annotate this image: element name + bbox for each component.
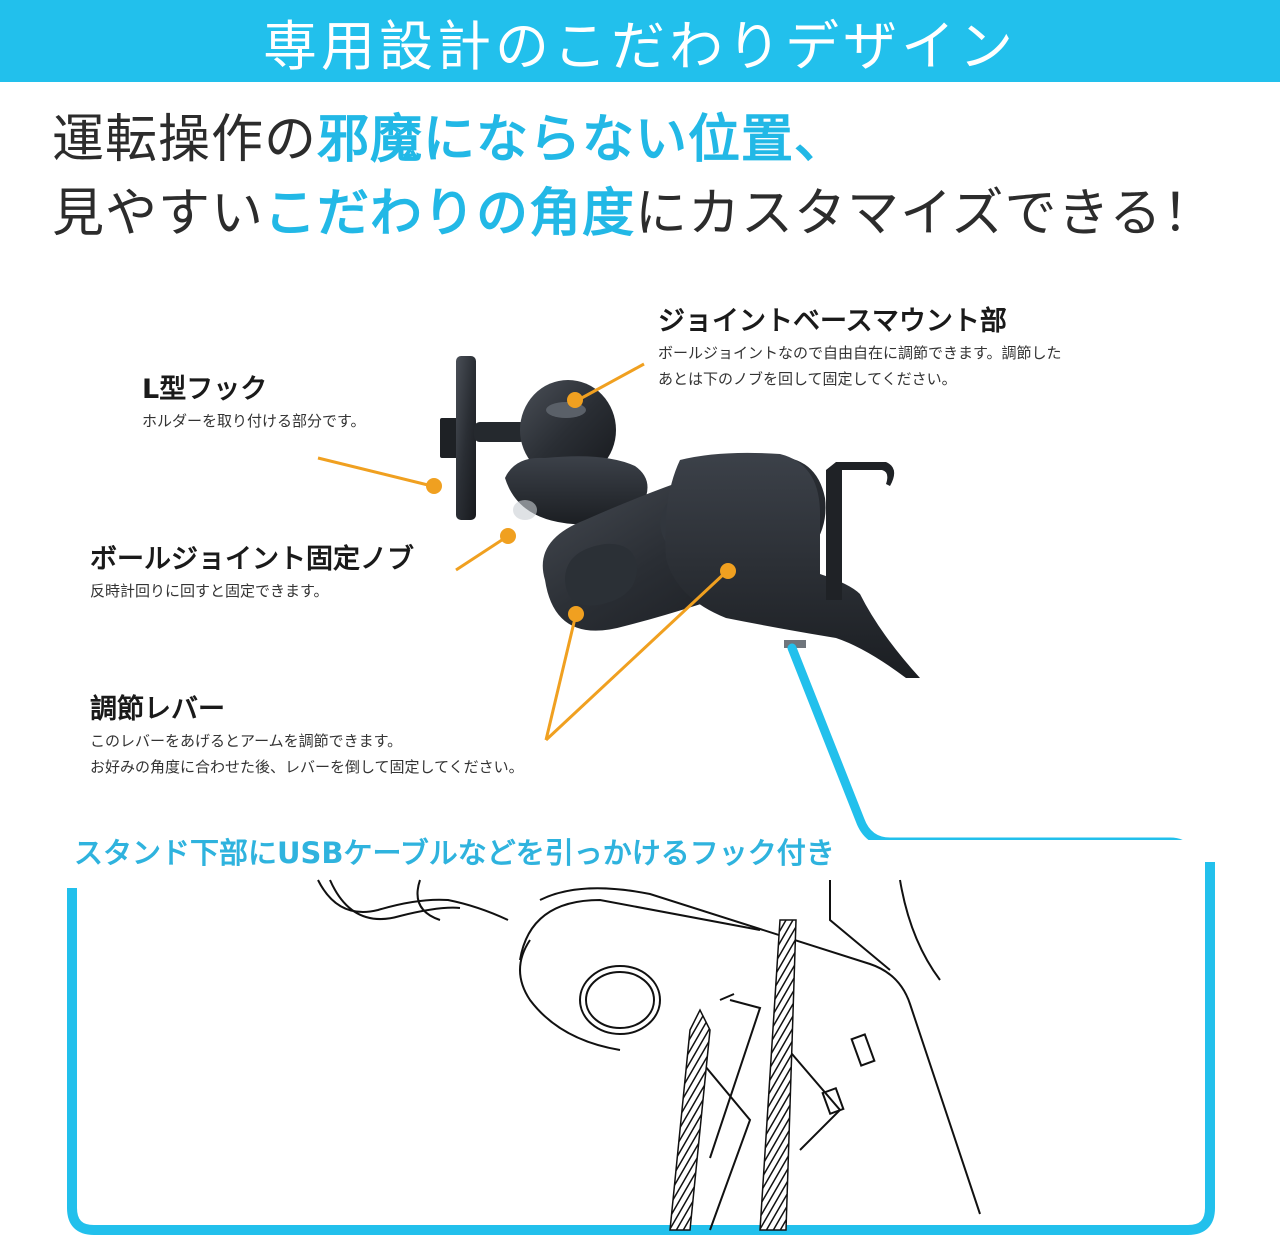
headline-1-suffix: 、 (794, 110, 848, 170)
l-hook-plate (440, 356, 526, 520)
callout-adjust-lever: 調節レバー このレバーをあげるとアームを調節できます。 お好みの角度に合わせた後… (90, 692, 524, 780)
headline-1-prefix: 運転操作の (52, 110, 318, 170)
callout-desc: あとは下のノブを回して固定してください。 (658, 370, 957, 388)
usb-hook-title: スタンド下部にUSBケーブルなどを引っかけるフック付き (70, 832, 843, 874)
leader-lines (317, 362, 728, 742)
callout-title: L型フック (142, 374, 268, 405)
callout-desc: お好みの角度に合わせた後、レバーを倒して固定してください。 (90, 758, 524, 776)
callout-desc: ホルダーを取り付ける部分です。 (142, 412, 366, 430)
headline-2-highlight: こだわりの角度 (264, 184, 636, 244)
callout-title: ジョイントベースマウント部 (658, 306, 1007, 337)
headline-line-2: 見やすいこだわりの角度にカスタマイズできる！ (52, 182, 1215, 246)
frame (67, 862, 1215, 1235)
callout-title: 調節レバー (90, 694, 225, 725)
leader-dots (426, 392, 736, 622)
callout-desc: このレバーをあげるとアームを調節できます。 (90, 732, 403, 750)
callout-desc: ボールジョイントなので自由自在に調節できます。調節した (658, 344, 1062, 362)
callout-desc: 反時計回りに回すと固定できます。 (90, 582, 329, 600)
headline-1-highlight: 邪魔にならない位置 (317, 110, 795, 170)
product-image (317, 356, 1183, 840)
callout-joint-base-mount: ジョイントベースマウント部 ボールジョイントなので自由自在に調節できます。調節し… (658, 304, 1062, 392)
headline-line-1: 運転操作の邪魔にならない位置、 (52, 108, 847, 172)
header-banner: 専用設計のこだわりデザイン (0, 0, 1280, 82)
banner-title: 専用設計のこだわりデザイン (263, 14, 1017, 78)
callout-l-hook: L型フック ホルダーを取り付ける部分です。 (142, 372, 366, 434)
headline-2-suffix: にカスタマイズできる！ (635, 184, 1216, 244)
callout-title: ボールジョイント固定ノブ (90, 544, 414, 575)
callout-ball-joint-knob: ボールジョイント固定ノブ 反時計回りに回すと固定できます。 (90, 542, 414, 604)
usb-hook-pointer (787, 643, 1183, 840)
usb-hook-drawing (67, 862, 1215, 1235)
headline-2-prefix: 見やすい (52, 184, 265, 244)
